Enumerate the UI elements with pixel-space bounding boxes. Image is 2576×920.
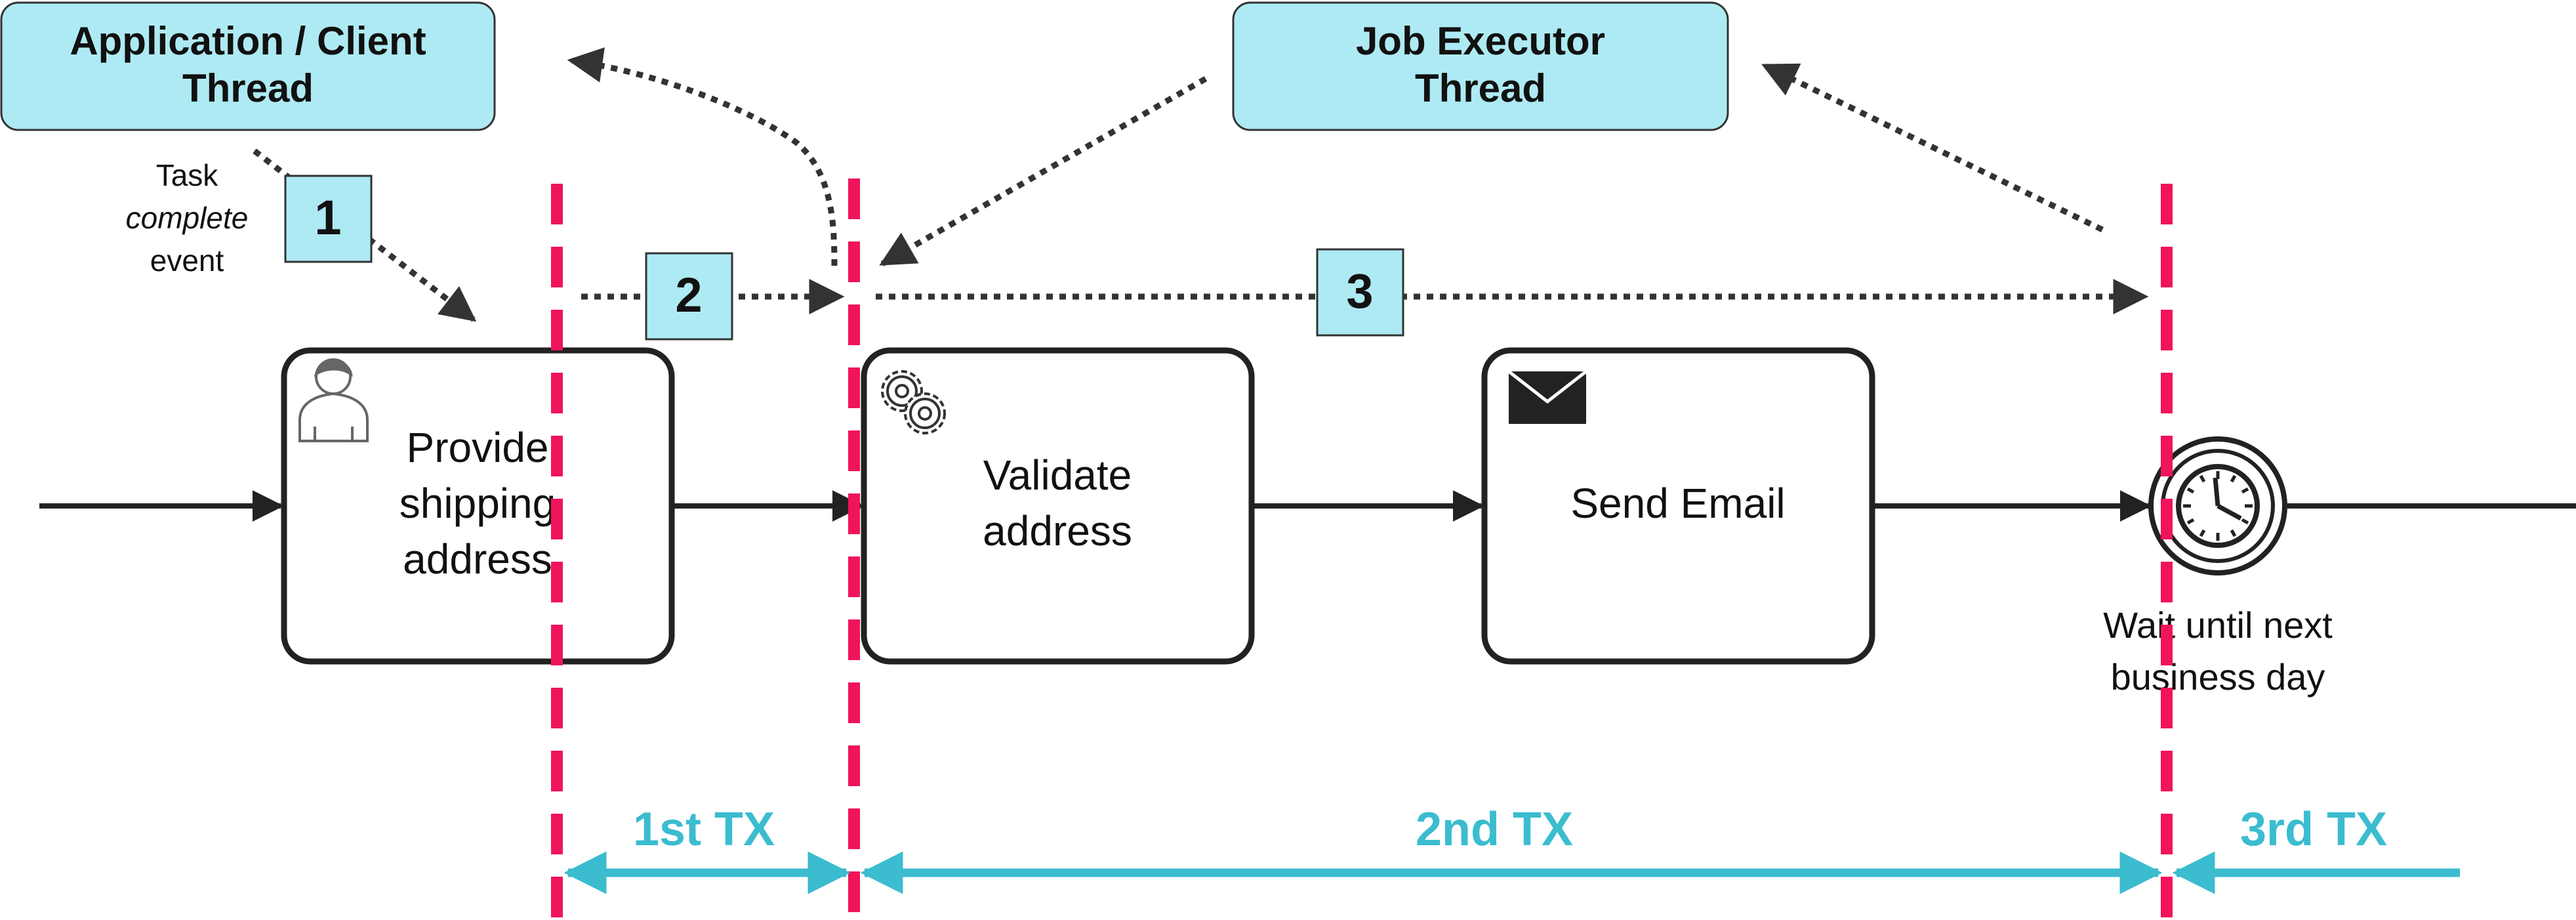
- task-send-label: Send Email: [1570, 480, 1785, 527]
- service-task-gears-icon: [881, 370, 946, 434]
- task-validate-label-2: address: [983, 507, 1132, 554]
- user-task-icon: [298, 358, 369, 442]
- envelope-icon: [1507, 370, 1587, 424]
- arrow-return-to-app: [567, 47, 838, 266]
- arrow-job-executor-to-validate: [879, 76, 1208, 266]
- timer-label-2: business day: [2111, 656, 2325, 698]
- application-thread-label-1: Application / Client: [70, 19, 426, 63]
- step-1-box: 1: [284, 175, 373, 263]
- step-2-box: 2: [645, 252, 733, 341]
- step-3-box: 3: [1316, 248, 1404, 337]
- note-line-1: Task: [156, 158, 219, 192]
- timer-event: Wait until next business day: [2103, 436, 2333, 698]
- step-2-label: 2: [675, 268, 702, 322]
- note-line-3: event: [150, 243, 224, 278]
- application-thread-label-2: Thread: [182, 66, 314, 110]
- task-send-email: Send Email: [1481, 347, 1875, 665]
- task-complete-note: Task complete event: [126, 158, 249, 278]
- timer-label-1: Wait until next: [2103, 604, 2333, 646]
- note-line-2: complete: [126, 201, 249, 235]
- step-1-label: 1: [314, 190, 341, 245]
- tx-3-label: 3rd TX: [2240, 803, 2387, 856]
- arrow-return-to-job-executor: [1761, 62, 2104, 233]
- application-thread-box: Application / Client Thread: [0, 1, 496, 131]
- tx-2-label: 2nd TX: [1416, 803, 1573, 856]
- task-validate-address: Validate address: [861, 347, 1255, 665]
- task-provide-label-3: address: [403, 535, 552, 583]
- tx-1-label: 1st TX: [633, 803, 775, 856]
- task-provide-shipping-address: Provide shipping address: [281, 347, 675, 665]
- dotted-arrows: [253, 47, 2149, 322]
- task-provide-label-1: Provide: [407, 424, 549, 471]
- task-validate-label-1: Validate: [983, 451, 1132, 499]
- job-executor-thread-box: Job Executor Thread: [1232, 1, 1729, 131]
- step-3-label: 3: [1346, 264, 1373, 318]
- job-executor-thread-label-1: Job Executor: [1356, 19, 1605, 63]
- job-executor-thread-label-2: Thread: [1415, 66, 1546, 110]
- task-provide-label-2: shipping: [399, 480, 556, 527]
- clock-icon: [2176, 464, 2260, 548]
